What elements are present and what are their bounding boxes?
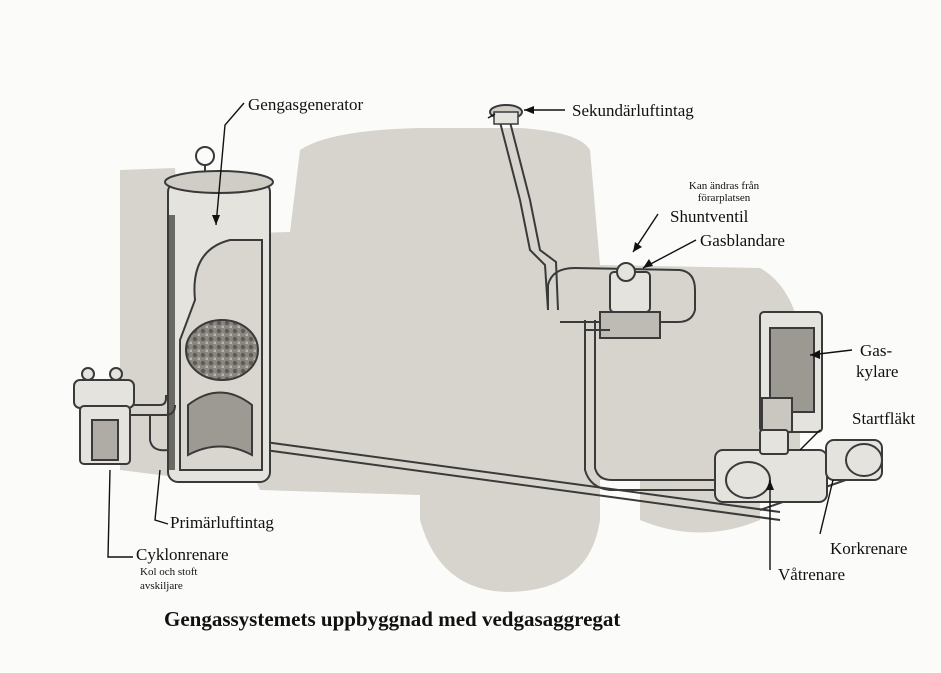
gas-mixer: [547, 262, 696, 339]
leader-lines: [107, 102, 853, 570]
label-cyklonrenare: Cyklonrenare: [136, 545, 229, 564]
label-gasblandare: Gasblandare: [700, 231, 785, 250]
label-gaskylare-line2: kylare: [856, 362, 899, 381]
label-cyklon-note-line2: avskiljare: [140, 580, 183, 592]
label-cyklon-note-line1: Kol och stoft: [140, 566, 198, 578]
start-fan: [825, 439, 883, 481]
label-kan-andras: Kan ändras från förarplatsen: [688, 180, 760, 205]
label-shuntventil: Shuntventil: [670, 207, 749, 226]
diagram-title: Gengassystemets uppbyggnad med vedgasagg…: [164, 607, 621, 631]
cyclone-cleaner: [73, 367, 135, 465]
primary-air-pipe: [130, 395, 176, 452]
label-vatrenare: Våtrenare: [778, 565, 846, 584]
secondary-air-pipe: [499, 121, 559, 311]
label-sekundarluftintag: Sekundärluftintag: [572, 101, 694, 120]
label-primarluftintag: Primärluftintag: [170, 513, 274, 532]
wet-cleaner: [714, 429, 828, 503]
label-gengasgenerator: Gengasgenerator: [248, 95, 364, 114]
label-korkrenare: Korkrenare: [830, 539, 908, 558]
label-gaskylare-line1: Gas-: [860, 341, 893, 360]
secondary-air-intake: [489, 104, 523, 125]
gas-cooler: [759, 311, 823, 433]
leader-arrowheads: [212, 106, 820, 490]
mixer-riser-pipe: [584, 320, 720, 491]
gas-generator: [164, 146, 274, 483]
label-startflakt: Startfläkt: [852, 409, 916, 428]
